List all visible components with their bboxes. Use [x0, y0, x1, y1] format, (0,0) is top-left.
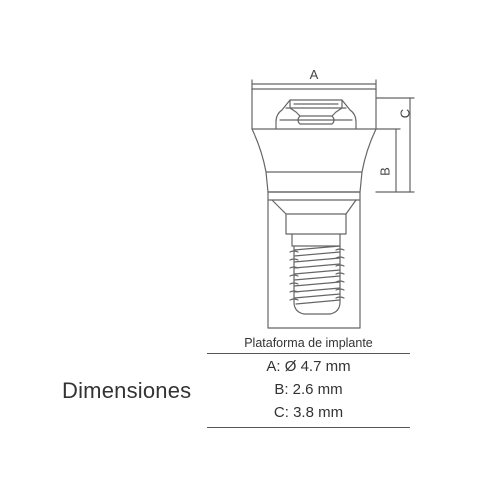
dimension-c-line	[375, 97, 415, 193]
spec-table: Plataforma de implante A: Ø 4.7 mm B: 2.…	[207, 334, 410, 428]
implant-connection	[267, 191, 361, 329]
spec-row-b: B: 2.6 mm	[274, 381, 343, 398]
dimension-b-label: B	[378, 167, 393, 176]
dimension-b-line	[375, 128, 401, 193]
dimensions-title: Dimensiones	[62, 378, 192, 403]
dimension-c-label: C	[398, 109, 413, 118]
abutment-head	[251, 88, 377, 130]
screw-thread	[293, 245, 341, 315]
spec-header: Plataforma de implante	[244, 336, 373, 350]
abutment-cap	[275, 99, 357, 130]
spec-row-c: C: 3.8 mm	[273, 404, 344, 421]
spec-rows: A: Ø 4.7 mm B: 2.6 mm C: 3.8 mm	[207, 354, 410, 427]
spec-row-a: A: Ø 4.7 mm	[266, 358, 351, 375]
screw-shaft	[291, 233, 341, 247]
abutment-body	[251, 128, 377, 193]
dimension-a-label: A	[310, 67, 319, 82]
dimension-a-line	[251, 79, 377, 91]
spec-divider-bottom	[207, 427, 410, 428]
spec-divider-top	[207, 353, 410, 354]
abutment-drawing: A C B	[251, 67, 415, 329]
